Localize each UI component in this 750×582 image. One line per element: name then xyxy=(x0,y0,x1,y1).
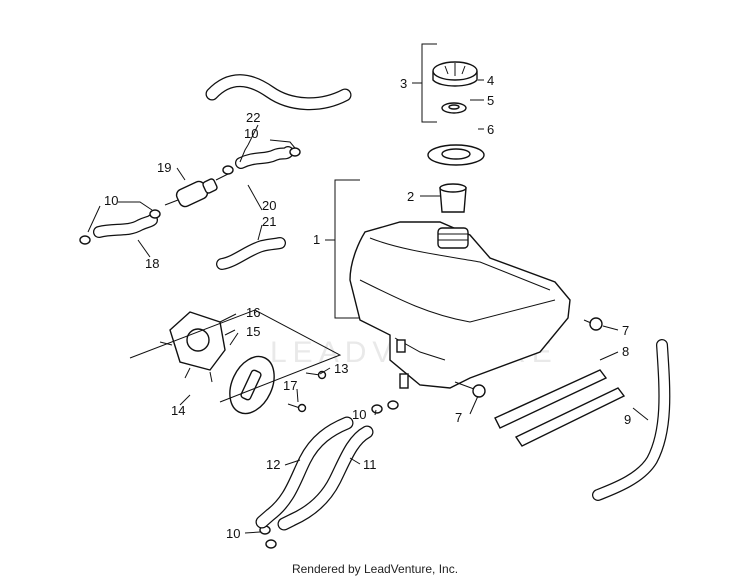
callout-4: 4 xyxy=(487,73,494,88)
vent-hose xyxy=(592,339,671,501)
bolt-7-upper xyxy=(583,317,603,331)
valve-knob xyxy=(229,355,275,415)
cap-seal xyxy=(441,102,467,114)
callout-13: 13 xyxy=(334,361,348,376)
tank-fitting xyxy=(396,339,409,389)
callout-10-mid: 10 xyxy=(352,407,366,422)
callout-21: 21 xyxy=(262,214,276,229)
footer-credit: Rendered by LeadVenture, Inc. xyxy=(291,562,459,576)
callout-17: 17 xyxy=(283,378,297,393)
bolt-7-lower xyxy=(454,381,486,398)
callout-12: 12 xyxy=(266,457,280,472)
hose-clamp xyxy=(79,147,399,549)
callout-10-top: 10 xyxy=(244,126,258,141)
callout-22: 22 xyxy=(246,110,260,125)
hose-21 xyxy=(216,237,286,270)
fuel-filter xyxy=(164,173,229,208)
callout-3: 3 xyxy=(400,76,407,91)
screw-17 xyxy=(287,403,307,413)
callout-9: 9 xyxy=(624,412,631,427)
filler-neck xyxy=(437,227,469,249)
fuel-strainer xyxy=(439,183,467,213)
callout-1: 1 xyxy=(313,232,320,247)
fuel-cap xyxy=(432,61,478,87)
tank-pads xyxy=(494,369,626,447)
callout-2: 2 xyxy=(407,189,414,204)
callout-7-upper: 7 xyxy=(622,323,629,338)
callout-15: 15 xyxy=(246,324,260,339)
callout-10-bottom: 10 xyxy=(226,526,240,541)
hose-12 xyxy=(255,416,354,529)
hose-18 xyxy=(93,214,158,238)
callout-14: 14 xyxy=(171,403,185,418)
callout-8: 8 xyxy=(622,344,629,359)
callout-16: 16 xyxy=(246,305,260,320)
callout-19: 19 xyxy=(157,160,171,175)
callout-10-left: 10 xyxy=(104,193,118,208)
callout-5: 5 xyxy=(487,93,494,108)
hose-20 xyxy=(235,146,294,169)
callout-11: 11 xyxy=(363,457,377,472)
callout-20: 20 xyxy=(262,198,276,213)
callout-7-lower: 7 xyxy=(455,410,462,425)
callout-18: 18 xyxy=(145,256,159,271)
screw-13 xyxy=(305,370,327,380)
leader-lines xyxy=(87,43,649,534)
callout-6: 6 xyxy=(487,122,494,137)
hose-22 xyxy=(205,74,352,111)
hose-11 xyxy=(277,425,374,531)
filler-gasket xyxy=(427,144,485,166)
